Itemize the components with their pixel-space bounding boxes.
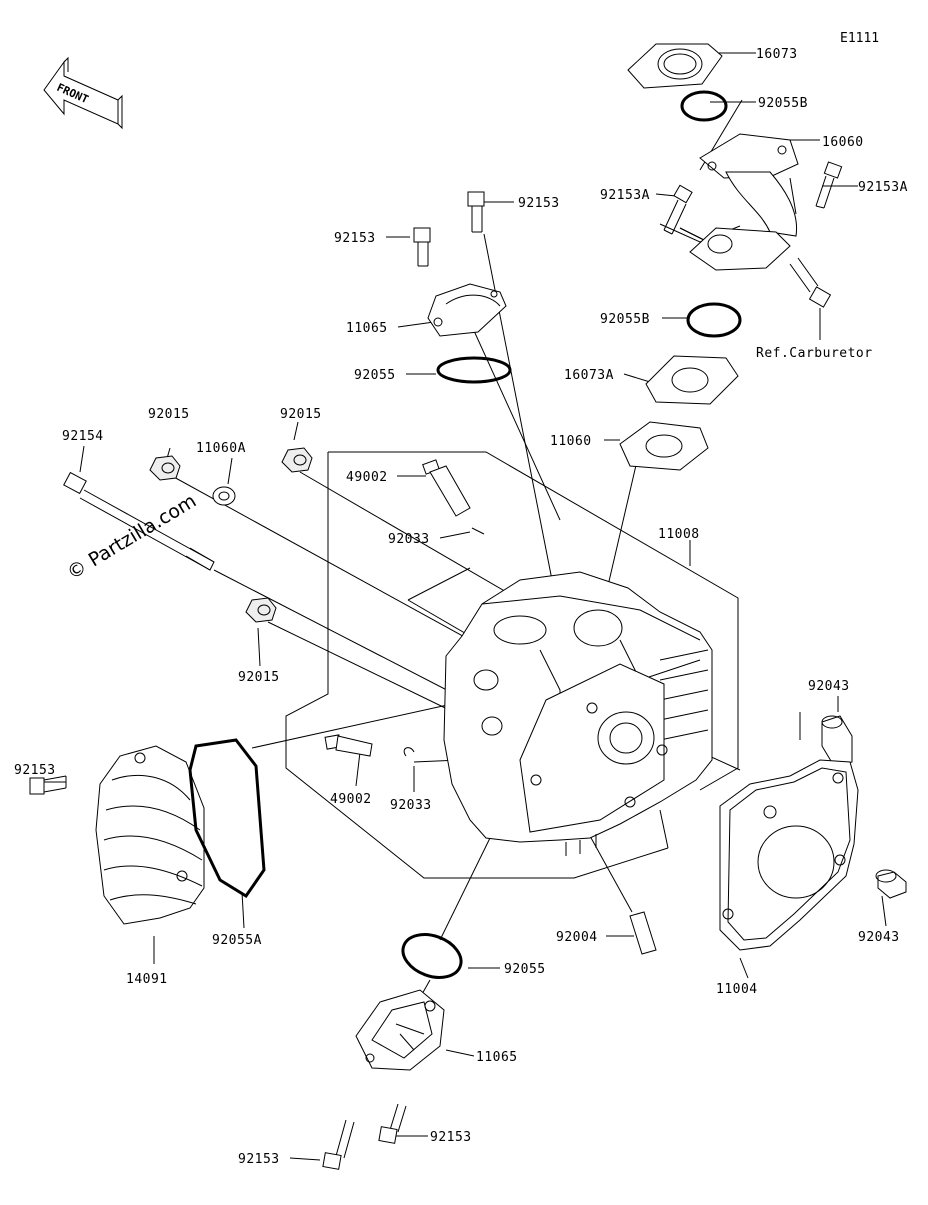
part-92153-bolt-left <box>29 775 67 795</box>
part-92043-dowel-bot <box>875 869 907 899</box>
label-92055-top: 92055 <box>354 368 396 383</box>
part-16073-insulator <box>627 43 723 89</box>
label-92033-top: 92033 <box>388 532 430 547</box>
label-11060A: 11060A <box>196 441 246 456</box>
label-16073A: 16073A <box>564 368 614 383</box>
label-16060: 16060 <box>822 135 864 150</box>
part-11065-cap-bot <box>355 989 445 1071</box>
part-92043-dowel-top <box>821 715 853 767</box>
label-92153A-left: 92153A <box>600 188 650 203</box>
label-92015-c: 92015 <box>238 670 280 685</box>
label-92055-bot: 92055 <box>504 962 546 977</box>
label-11004: 11004 <box>716 982 758 997</box>
label-16073: 16073 <box>756 47 798 62</box>
part-11008-cylinder-head <box>443 571 713 856</box>
reference-frame <box>285 451 739 879</box>
part-49002-tappet-top <box>422 459 471 517</box>
part-92004-stud <box>629 911 657 955</box>
part-49002-tappet-bot <box>324 734 373 757</box>
front-arrow-icon: FRONT <box>43 56 123 130</box>
label-92043-top: 92043 <box>808 679 850 694</box>
label-92033-bot: 92033 <box>390 798 432 813</box>
label-92153-top: 92153 <box>518 196 560 211</box>
part-92055A-gasket <box>188 738 266 899</box>
label-92153-bot-right: 92153 <box>430 1130 472 1145</box>
part-92015-nut-a <box>149 455 181 481</box>
label-11060: 11060 <box>550 434 592 449</box>
reference-carburetor: Ref.Carburetor <box>756 346 873 361</box>
label-92055A: 92055A <box>212 933 262 948</box>
part-92153-bolt-bot-left <box>322 1119 355 1170</box>
label-92015-b: 92015 <box>280 407 322 422</box>
part-92033-clip-bot <box>403 747 415 757</box>
label-49002-bot: 49002 <box>330 792 372 807</box>
part-92033-clip-top <box>471 527 485 535</box>
part-92015-nut-c <box>245 597 277 623</box>
part-92153A-bolt-left <box>663 184 693 235</box>
part-carburetor-bolt <box>789 257 832 308</box>
label-49002-top: 49002 <box>346 470 388 485</box>
label-11065-bot: 11065 <box>476 1050 518 1065</box>
part-labels: 16073 92055B 16060 92153A 92153A 92153 9… <box>14 47 908 1167</box>
label-92153-left: 92153 <box>14 763 56 778</box>
label-92154: 92154 <box>62 429 104 444</box>
label-92153-bot-left: 92153 <box>238 1152 280 1167</box>
label-92043-bot: 92043 <box>858 930 900 945</box>
part-92055-oring-bot <box>401 933 463 979</box>
label-92055B-top: 92055B <box>758 96 808 111</box>
label-11008: 11008 <box>658 527 700 542</box>
label-92153A-right: 92153A <box>858 180 908 195</box>
label-92055B-mid: 92055B <box>600 312 650 327</box>
part-16060-intake-pipe <box>689 133 799 271</box>
part-14091-side-cover <box>95 745 205 925</box>
part-92153-bolt-mid <box>413 227 431 267</box>
part-16073A-insulator <box>645 355 739 405</box>
label-11065-top: 11065 <box>346 321 388 336</box>
part-92153-bolt-bot-right <box>378 1103 407 1144</box>
part-92055B-oring-top <box>680 90 728 122</box>
leader-lines <box>40 52 887 1161</box>
part-92015-nut-b <box>281 447 313 473</box>
part-92153A-bolt-right <box>815 161 843 209</box>
part-92153-bolt-top <box>467 191 485 233</box>
part-92154-stud-bolt <box>63 471 215 571</box>
label-92015-a: 92015 <box>148 407 190 422</box>
part-11060A-washer <box>212 486 236 506</box>
part-92055B-oring-mid <box>686 302 742 338</box>
part-92055-oring-top <box>436 356 512 384</box>
label-92004: 92004 <box>556 930 598 945</box>
part-11065-cap-top <box>427 283 507 337</box>
diagram-code: E1111 <box>840 31 879 46</box>
label-14091: 14091 <box>126 972 168 987</box>
part-11004-head-gasket <box>719 759 859 951</box>
label-92153-mid: 92153 <box>334 231 376 246</box>
watermark-text: © Partzilla.com <box>63 490 200 584</box>
part-11060-gasket <box>619 421 709 471</box>
